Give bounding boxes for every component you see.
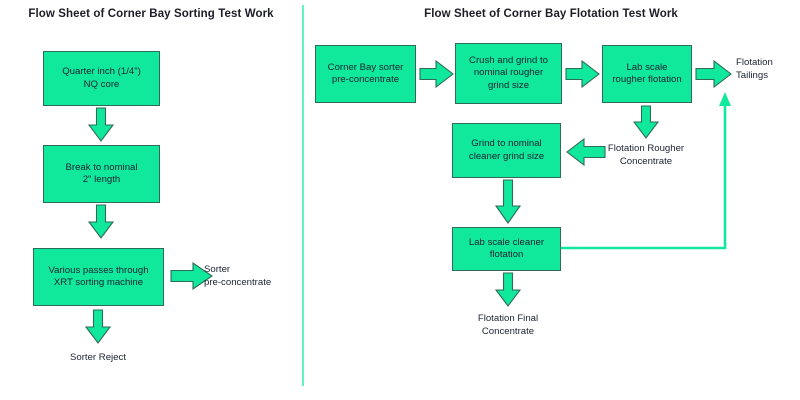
- node-crush-and-grind-rougher[interactable]: Crush and grind to nominal rougher grind…: [455, 43, 562, 104]
- node-corner-bay-sorter-pre-concentrate[interactable]: Corner Bay sorter pre-concentrate: [315, 45, 416, 103]
- arrow-down-xrt-to-reject: [84, 309, 112, 344]
- recycle-line-cleaner-to-tailings: [558, 90, 734, 258]
- right-panel-title: Flow Sheet of Corner Bay Flotation Test …: [424, 8, 678, 20]
- arrow-down-grind-to-cleaner-flotation: [494, 179, 522, 224]
- arrow-right-xrt-to-pre-concentrate: [170, 261, 213, 291]
- label-sorter-pre-concentrate: Sorter pre-concentrate: [204, 264, 272, 288]
- node-lab-scale-cleaner-flotation[interactable]: Lab scale cleaner flotation: [452, 227, 561, 271]
- arrow-left-concentrate-to-grind: [566, 137, 606, 167]
- label-flotation-rougher-concentrate: Flotation Rougher Concentrate: [607, 143, 685, 167]
- label-flotation-tailings: Flotation Tailings: [736, 57, 773, 81]
- panel-divider: [302, 5, 304, 386]
- arrow-right-rougher-to-tailings: [695, 59, 732, 89]
- node-quarter-inch-nq-core[interactable]: Quarter inch (1/4") NQ core: [43, 51, 160, 106]
- label-sorter-reject: Sorter Reject: [70, 352, 126, 363]
- arrow-down-rougher-to-concentrate: [632, 105, 660, 139]
- arrow-down-cleaner-to-final-concentrate: [494, 272, 522, 307]
- node-break-to-nominal-length[interactable]: Break to nominal 2" length: [43, 145, 160, 203]
- node-lab-scale-rougher-flotation[interactable]: Lab scale rougher flotation: [602, 45, 692, 103]
- arrow-down-break-to-xrt: [87, 204, 115, 239]
- left-panel-title: Flow Sheet of Corner Bay Sorting Test Wo…: [28, 8, 274, 20]
- arrow-right-preconc-to-crush: [419, 59, 454, 89]
- node-xrt-sorting-machine[interactable]: Various passes through XRT sorting machi…: [33, 248, 164, 306]
- node-grind-to-nominal-cleaner[interactable]: Grind to nominal cleaner grind size: [452, 123, 561, 178]
- arrow-down-core-to-break: [87, 107, 115, 142]
- arrow-right-crush-to-rougher: [565, 59, 600, 89]
- label-flotation-final-concentrate: Flotation Final Concentrate: [477, 313, 539, 337]
